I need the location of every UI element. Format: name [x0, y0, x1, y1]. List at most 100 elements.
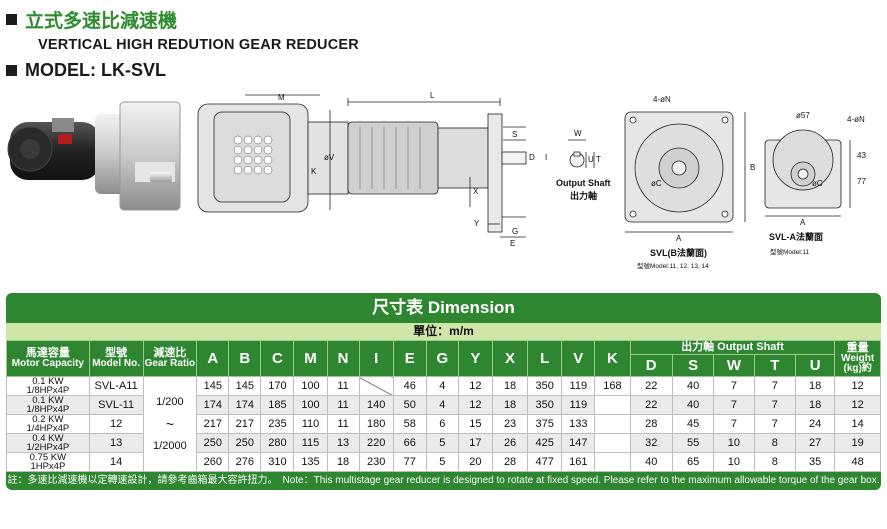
header-B: B — [228, 340, 262, 377]
title-chinese: 立式多速比減速機 — [25, 10, 178, 32]
cell-dim: 220 — [358, 433, 394, 454]
cell-shaft: 10 — [713, 452, 755, 473]
unit-row: 單位：m/m — [6, 323, 881, 340]
label-Y: Y — [474, 219, 480, 228]
cell-dim: 250 — [196, 433, 230, 454]
header-K: K — [594, 340, 631, 377]
cell-dim: 425 — [527, 433, 563, 454]
label-D: D — [529, 153, 535, 162]
cell-dim: 147 — [561, 433, 596, 454]
model-line: MODEL: LK-SVL — [25, 60, 166, 80]
cell-dim: 133 — [561, 414, 596, 435]
header-G: G — [425, 340, 459, 377]
cell-dim: 5 — [425, 452, 459, 473]
cell-shaft: 27 — [794, 433, 836, 454]
cell-weight: 19 — [834, 433, 881, 454]
header-E: E — [392, 340, 427, 377]
cell-dim: 13 — [326, 433, 360, 454]
label-L: L — [430, 91, 435, 100]
cell-model: SVL-A11 — [88, 375, 144, 397]
cell-dim: 230 — [358, 452, 394, 473]
cell-dim: 6 — [425, 414, 459, 435]
svl-a-model: 型號Model:11 — [770, 247, 810, 256]
cell-shaft: 7 — [753, 395, 796, 416]
label-4-N-a: 4-øN — [847, 115, 865, 124]
header-I: I — [358, 340, 394, 377]
cell-dim: 11 — [326, 395, 360, 416]
cell-dim — [594, 414, 631, 435]
cell-dim: 217 — [228, 414, 262, 435]
label-I: I — [545, 153, 547, 162]
cell-shaft: 45 — [671, 414, 715, 435]
cell-dim — [594, 452, 631, 473]
cell-dim: 174 — [228, 395, 262, 416]
label-W: W — [574, 129, 582, 138]
header-U: U — [794, 354, 836, 377]
table-note: 註：多速比減速機以定轉速設計，請參考齒箱最大容許扭力。 Note：This mu… — [6, 472, 881, 491]
cell-dim: 161 — [561, 452, 596, 473]
label-A: A — [676, 234, 682, 243]
cell-shaft: 40 — [671, 395, 715, 416]
cell-shaft: 35 — [794, 452, 836, 473]
cell-gear-ratio: 1/200~1/2000 — [142, 375, 198, 473]
cell-dim: 77 — [392, 452, 427, 473]
model-row: MODEL: LK-SVL — [6, 60, 166, 81]
cell-shaft: 32 — [629, 433, 673, 454]
output-shaft-en: Output Shaft — [556, 178, 611, 188]
cell-dim: 28 — [491, 452, 529, 473]
side-view-drawing — [197, 94, 527, 238]
cell-dim: 168 — [594, 375, 631, 397]
cell-dim: 276 — [228, 452, 262, 473]
label-S: S — [512, 130, 517, 139]
header-X: X — [491, 340, 529, 377]
cell-dim: 50 — [392, 395, 427, 416]
cell-dim: 4 — [425, 395, 459, 416]
cell-dim: 18 — [491, 395, 529, 416]
cell-dim: 185 — [260, 395, 295, 416]
bullet-square-icon — [6, 65, 17, 76]
label-E: E — [510, 239, 515, 248]
label-K: K — [311, 167, 317, 176]
cell-dim: 115 — [293, 433, 328, 454]
cell-dim — [594, 433, 631, 454]
svl-b-caption: SVL(B法蘭面) — [650, 247, 707, 258]
label-C: øC — [651, 179, 662, 188]
cell-shaft: 18 — [794, 375, 836, 397]
cell-dim: 100 — [293, 395, 328, 416]
header-V: V — [561, 340, 596, 377]
cell-dim: 11 — [326, 414, 360, 435]
cell-dim: 174 — [196, 395, 230, 416]
cell-dim: 170 — [260, 375, 295, 397]
cell-shaft: 10 — [713, 433, 755, 454]
cell-dim: 180 — [358, 414, 394, 435]
cell-dim: 5 — [425, 433, 459, 454]
label-V: øV — [324, 153, 335, 162]
cell-dim: 350 — [527, 395, 563, 416]
header-T: T — [753, 354, 796, 377]
cell-dim: 66 — [392, 433, 427, 454]
cell-dim: 235 — [260, 414, 295, 435]
header-output-shaft: 出力軸 Output Shaft — [629, 340, 836, 355]
cell-weight: 12 — [834, 375, 881, 397]
cell-dim: 18 — [326, 452, 360, 473]
header-L: L — [527, 340, 563, 377]
header-N: N — [326, 340, 360, 377]
cell-dim: 310 — [260, 452, 295, 473]
cell-weight: 12 — [834, 395, 881, 416]
label-B: B — [750, 163, 755, 172]
header-M: M — [293, 340, 328, 377]
cell-dim: 17 — [457, 433, 493, 454]
cell-model: SVL-11 — [88, 395, 144, 416]
